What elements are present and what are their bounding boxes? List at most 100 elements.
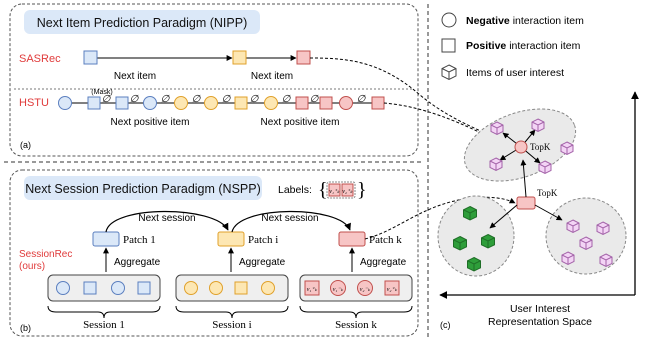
hstu-item-9 [295, 96, 309, 110]
top-cluster-center [514, 140, 528, 154]
hstu-mask-6: ∅ [250, 94, 260, 105]
session-1-item-4 [137, 281, 151, 295]
green-cubes [453, 205, 495, 272]
legend-positive-bold: Positive [466, 40, 506, 52]
hstu-item-8 [264, 96, 278, 110]
hstu-label: HSTU [19, 97, 49, 109]
topk-to-purple-arrow [534, 204, 563, 221]
labels-brace-open: { [318, 179, 328, 201]
panel-a-frame [9, 3, 419, 157]
session-k-item-4-box [384, 280, 400, 296]
labels-text: Labels: [278, 184, 312, 196]
axis-label-line1: User Interest [510, 303, 570, 315]
panel-a-caption: (a) [20, 140, 31, 150]
session-i-item-3 [234, 281, 248, 295]
session-k-label: Session k [335, 319, 377, 331]
session-1-item-3 [111, 281, 125, 295]
axis-label-line2: Representation Space [488, 316, 592, 328]
hstu-mask-1: ∅ [102, 94, 112, 105]
session-i-brace [175, 305, 289, 319]
panel-c-caption: (c) [440, 320, 451, 330]
label-item-2: v₂⁺ₖ [342, 188, 353, 195]
topk-node [516, 196, 536, 210]
hstu-item-10 [319, 96, 333, 110]
session-k-item-1: v₁⁺ₖ [307, 286, 318, 293]
session-i-item-4 [261, 281, 275, 295]
hstu-item-4 [143, 96, 157, 110]
panel-b-title-box [24, 176, 262, 200]
session-1-label: Session 1 [83, 319, 125, 331]
method-label-line2: (ours) [19, 261, 45, 272]
topk-label-2: TopK [537, 188, 558, 198]
session-1-item-2 [83, 281, 97, 295]
hstu-to-topk-link [383, 102, 514, 151]
hstu-item-11 [339, 96, 353, 110]
panel-a-title-box [24, 10, 260, 34]
session-k-brace [299, 305, 413, 319]
hstu-item-7 [234, 96, 248, 110]
top-cluster-cubes [489, 118, 574, 175]
sasrec-item-red [296, 50, 311, 65]
legend-positive-rest: interaction item [506, 40, 580, 52]
topk-to-top-arrow [520, 159, 527, 198]
hstu-item-2 [87, 96, 101, 110]
patch-k-box [338, 231, 366, 247]
patch-k-label: Patch k [369, 234, 402, 246]
topk-label-1: TopK [530, 142, 551, 152]
patch-i-label: Patch i [248, 234, 278, 246]
hstu-mask-5: ∅ [222, 94, 232, 105]
method-label-line1: SessionRec [19, 249, 72, 260]
hstu-mask-8: ∅ [310, 94, 320, 105]
labels-brace-close: } [357, 179, 367, 201]
panel-a-title: Next Item Prediction Paradigm (NIPP) [37, 16, 248, 30]
session-k-item-2-shape [330, 280, 346, 296]
session-k-item-1-box [304, 280, 320, 296]
legend-interest: Items of user interest [466, 67, 564, 79]
session-1-item-1 [56, 281, 70, 295]
hstu-mask-3: ∅ [161, 94, 171, 105]
sasrec-item-orange [232, 50, 247, 65]
session-1-box [47, 274, 161, 302]
session-k-box [299, 274, 413, 302]
legend-cube-icon [441, 64, 457, 81]
hstu-next-positive-1: Next positive item [111, 117, 190, 128]
hstu-mask-4: ∅ [192, 94, 202, 105]
panel-b-caption: (b) [20, 323, 31, 333]
aggregate-2: Aggregate [239, 257, 286, 268]
purple-cubes [561, 219, 613, 268]
aggregate-3: Aggregate [360, 257, 407, 268]
sasrec-next-item-1: Next item [114, 71, 156, 82]
hstu-item-1 [58, 96, 72, 110]
patch-i-box [217, 231, 245, 247]
session-i-item-2 [209, 281, 223, 295]
session-k-item-2: v₁⁻ₖ [333, 287, 344, 293]
hstu-mask-7: ∅ [282, 94, 292, 105]
next-session-arc-1 [105, 210, 229, 233]
legend-negative: Negative interaction item [466, 15, 584, 27]
hstu-mask-9: ∅ [357, 94, 367, 105]
panel-b-title: Next Session Prediction Paradigm (NSPP) [25, 182, 261, 196]
hstu-next-positive-2: Next positive item [261, 117, 340, 128]
label-item-1-box [328, 183, 341, 197]
session-i-item-1 [184, 281, 198, 295]
patch-1-label: Patch 1 [123, 234, 156, 246]
legend-positive-icon [441, 38, 456, 53]
topk-to-green-arrow [489, 204, 518, 229]
hstu-item-3 [115, 96, 129, 110]
session-k-item-3: v₂⁻ₖ [360, 287, 371, 293]
legend-negative-rest: interaction item [510, 15, 584, 27]
labels-box [326, 181, 356, 199]
session-k-item-4: v₂⁺ₖ [387, 286, 398, 293]
session-k-item-3-shape [357, 280, 373, 296]
hstu-item-5 [174, 96, 188, 110]
next-session-2: Next session [261, 213, 318, 224]
session-1-brace [47, 305, 161, 319]
session-i-box [175, 274, 289, 302]
next-session-arc-2 [231, 210, 351, 233]
label-item-1: v₁⁺ₖ [329, 188, 340, 195]
legend-negative-icon [441, 12, 457, 28]
panel-b-frame [9, 169, 419, 337]
mask-label: (Mask) [91, 89, 112, 96]
